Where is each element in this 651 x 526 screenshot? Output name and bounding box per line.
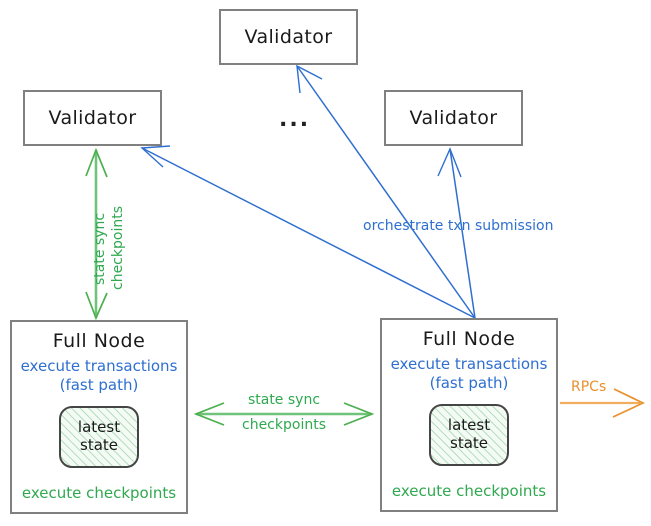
validator-right-label: Validator <box>409 107 498 129</box>
full-node-right-state-line1: latest <box>447 416 491 435</box>
validator-left-label: Validator <box>48 107 137 129</box>
validators-ellipsis: ... <box>279 107 311 132</box>
full-node-left-title: Full Node <box>52 330 146 352</box>
validator-box-top[interactable]: Validator <box>219 9 358 65</box>
full-node-left-state-line2: state <box>80 435 118 454</box>
full-node-right-state-chip[interactable]: latest state <box>429 403 509 466</box>
edge-label-orchestrate: orchestrate txn submission <box>363 218 554 234</box>
edge-label-rpcs: RPCs <box>571 379 607 395</box>
full-node-right-state-line2: state <box>450 433 488 452</box>
full-node-left-checkpoints: execute checkpoints <box>21 484 177 502</box>
full-node-box-left[interactable]: Full Node execute transactions (fast pat… <box>10 320 188 514</box>
full-node-box-right[interactable]: Full Node execute transactions (fast pat… <box>380 318 558 512</box>
full-node-right-execute: execute transactions (fast path) <box>391 355 548 393</box>
edge-label-state-sync-vertical-line2: checkpoints <box>110 206 126 290</box>
full-node-left-execute: execute transactions (fast path) <box>21 357 178 395</box>
full-node-right-execute-line2: (fast path) <box>429 373 509 392</box>
full-node-left-state-line1: latest <box>77 418 121 437</box>
full-node-left-execute-line1: execute transactions <box>20 357 178 375</box>
validator-top-label: Validator <box>244 26 333 48</box>
full-node-left-state-chip[interactable]: latest state <box>59 405 139 468</box>
full-node-right-title: Full Node <box>422 328 516 350</box>
validator-box-left[interactable]: Validator <box>23 90 162 146</box>
edge-label-state-sync-horizontal-line1: state sync <box>247 392 321 408</box>
edge-label-state-sync-vertical-line1: state sync <box>92 212 108 285</box>
full-node-right-checkpoints: execute checkpoints <box>391 482 547 500</box>
full-node-left-execute-line2: (fast path) <box>59 375 139 394</box>
validator-box-right[interactable]: Validator <box>384 90 523 146</box>
edge-label-state-sync-horizontal-line2: checkpoints <box>242 417 326 433</box>
full-node-right-execute-line1: execute transactions <box>390 355 548 373</box>
